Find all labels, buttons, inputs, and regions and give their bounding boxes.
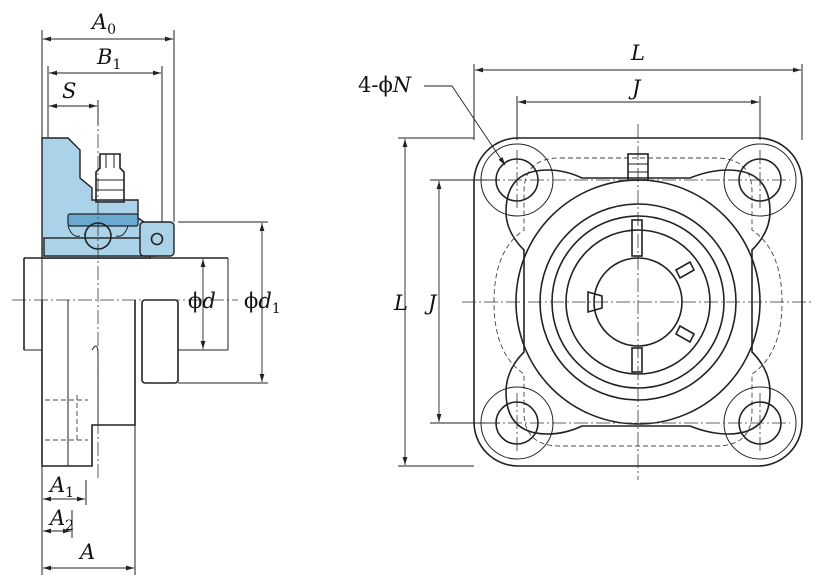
side-view	[12, 30, 268, 575]
label-b1: B1	[96, 45, 121, 73]
label-j-top: J	[628, 76, 642, 100]
label-l-side: L	[393, 291, 408, 315]
label-a2: A2	[48, 506, 74, 534]
label-s: S	[62, 79, 76, 103]
label-l-top: L	[630, 41, 645, 65]
label-4-phi-n: 4-ϕN	[358, 73, 412, 97]
label-phi-d1: ϕd1	[244, 289, 281, 317]
label-phi-d: ϕd	[188, 289, 216, 313]
label-a0: A0	[90, 10, 116, 38]
front-view	[398, 64, 812, 480]
label-a: A	[78, 540, 95, 564]
label-a1: A1	[48, 473, 74, 501]
n-leader-line	[424, 85, 506, 166]
label-j-side: J	[424, 291, 438, 315]
